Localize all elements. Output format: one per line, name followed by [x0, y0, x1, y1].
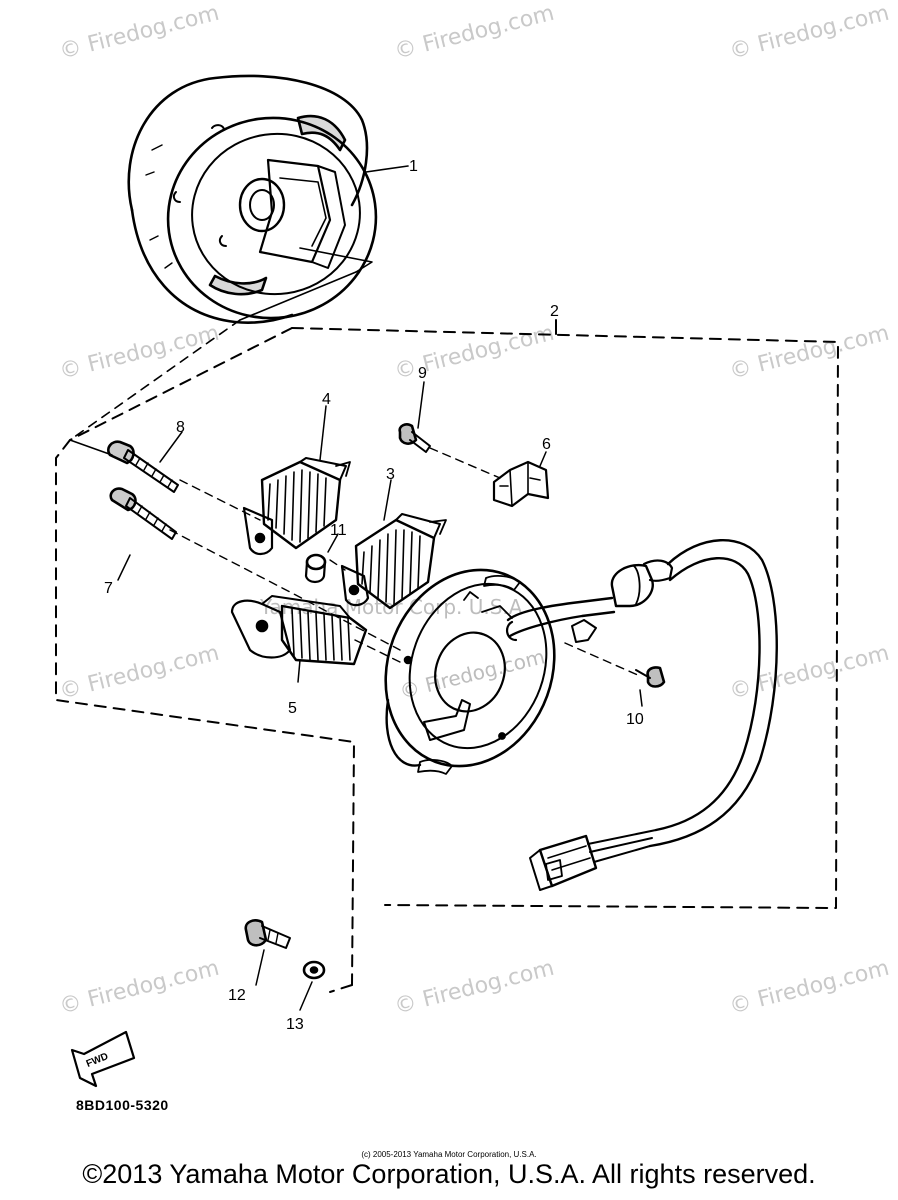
- part-label-9: 9: [418, 365, 427, 382]
- fwd-label: FWD: [85, 1051, 110, 1070]
- forward-arrow-icon: [70, 1030, 136, 1088]
- part-label-4: 4: [322, 391, 331, 408]
- flywheel-rotor-part: [127, 74, 409, 324]
- source-coil-part: [230, 595, 368, 666]
- part-label-2: 2: [550, 303, 559, 320]
- wire-harness-part: [506, 539, 778, 891]
- part-code: 8BD100-5320: [76, 1097, 169, 1113]
- part-label-8: 8: [176, 419, 185, 436]
- bolt-part: [244, 919, 291, 949]
- part-label-5: 5: [288, 700, 297, 717]
- screw-part: [398, 423, 431, 453]
- part-label-1: 1: [409, 158, 418, 175]
- part-label-10: 10: [626, 711, 644, 728]
- charging-coil-part: [340, 513, 447, 610]
- small-copyright: (c) 2005-2013 Yamaha Motor Corporation, …: [361, 1150, 537, 1159]
- part-label-12: 12: [228, 987, 246, 1004]
- lead-clamp-part: [492, 460, 550, 508]
- screw-part: [635, 666, 666, 688]
- part-label-11: 11: [330, 522, 347, 539]
- washer-part: [302, 960, 326, 980]
- part-label-6: 6: [542, 436, 551, 453]
- part-label-3: 3: [386, 466, 395, 483]
- bolt-part: [109, 487, 177, 540]
- pickup-coil-part: [242, 457, 351, 556]
- part-label-7: 7: [104, 580, 113, 597]
- bolt-part: [107, 440, 179, 493]
- stator-base-plate-part: [384, 568, 556, 775]
- part-label-13: 13: [286, 1016, 304, 1033]
- spacer-collar-part: [304, 553, 327, 584]
- copyright-notice: ©2013 Yamaha Motor Corporation, U.S.A. A…: [82, 1159, 816, 1189]
- stator-assembly-boundary: [55, 319, 839, 993]
- part-number-labels: 1 2 9 4 8 6 3 11 7 5 10 12 13 FWD: [85, 158, 644, 1070]
